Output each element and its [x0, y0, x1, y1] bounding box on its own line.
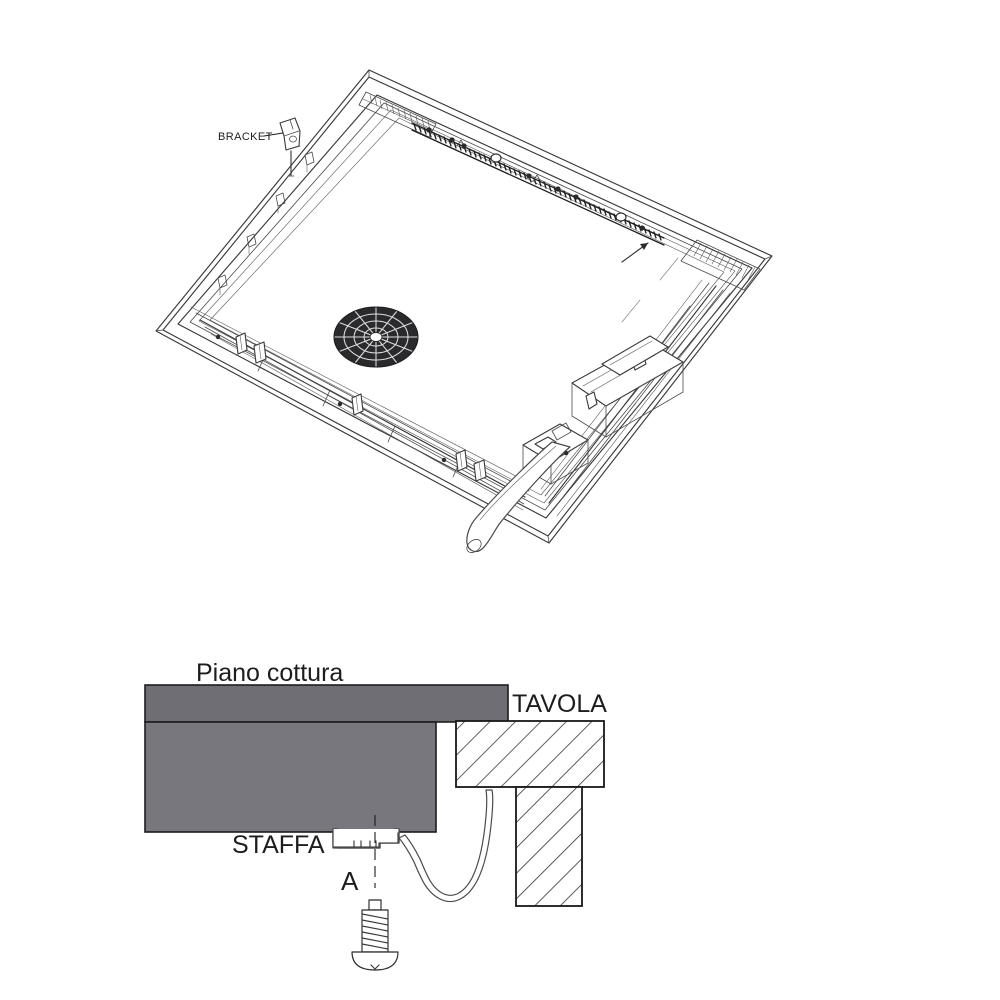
left-rail-clips	[217, 151, 315, 296]
gasket-seal-strip	[411, 122, 665, 263]
mounting-bracket	[332, 828, 400, 849]
tavola-label: TAVOLA	[512, 690, 607, 718]
hob-inner-field	[209, 117, 725, 496]
bottom-left-rail	[190, 306, 534, 511]
power-cable	[466, 441, 571, 553]
hob-outer-rim	[155, 69, 773, 544]
top-rail-holes	[426, 127, 645, 231]
section-view-figure: Piano cottura TAVOLA STAFFA	[144, 659, 607, 971]
piano-cottura-label: Piano cottura	[196, 659, 343, 687]
spring-wire	[398, 789, 494, 903]
staffa-label: STAFFA	[232, 831, 325, 859]
bracket-label: BRACKET	[218, 131, 273, 143]
exploded-view-figure: BRACKET	[155, 69, 773, 553]
vent-slots-top-left	[358, 91, 437, 138]
worktop-horizontal	[455, 720, 605, 788]
connector-housing	[571, 335, 684, 438]
hob-top-flange	[144, 684, 509, 723]
bracket-callout-part: BRACKET	[218, 117, 301, 177]
vent-slots-right	[680, 239, 761, 291]
detail-a-label: A	[341, 866, 359, 896]
field-detail-lines	[621, 257, 679, 323]
hob-body	[144, 721, 437, 833]
worktop-vertical	[515, 786, 583, 907]
fixing-screw	[351, 899, 399, 971]
fan-grille	[333, 306, 419, 368]
